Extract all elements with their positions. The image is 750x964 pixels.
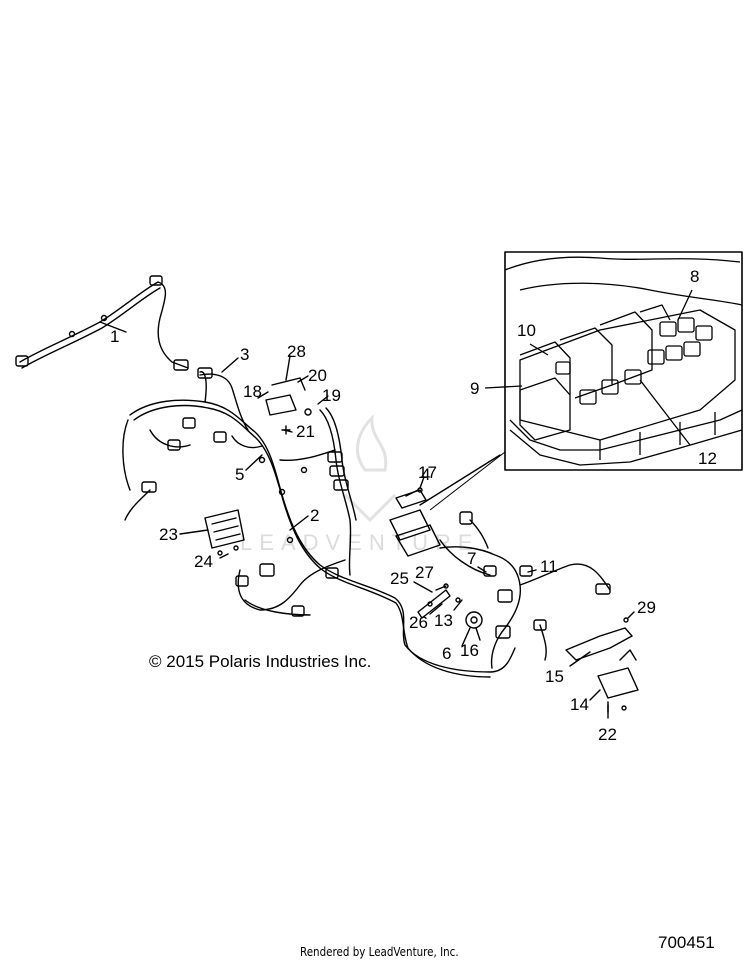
callout-18: 18 [243,382,262,401]
callout-28: 28 [287,342,306,361]
rendered-by-text: Rendered by LeadVenture, Inc. [300,945,459,959]
callout-7: 7 [467,549,477,568]
callout-3: 3 [240,345,250,364]
callout-5: 5 [235,465,245,484]
fuse-box-inset [429,251,743,511]
callout-8: 8 [690,267,700,286]
harness-center [319,407,357,576]
callout-24: 24 [194,552,213,571]
harness-3 [197,367,249,431]
callout-17: 17 [418,463,437,482]
module-15-14 [565,617,639,713]
callout-14: 14 [570,695,589,714]
watermark-flame-icon [343,414,397,523]
callout-20: 20 [308,366,327,385]
diagram-id: 700451 [658,933,715,952]
callout-12: 12 [698,449,717,468]
callout-13: 13 [434,611,453,630]
callout-15: 15 [545,667,564,686]
callout-21: 21 [296,422,315,441]
callout-19: 19 [322,386,341,405]
callout-4: 4 [421,465,431,484]
callout-11: 11 [540,557,558,576]
ecu-23 [204,509,245,556]
callout-1: 1 [110,327,120,346]
harness-right [439,511,611,669]
callout-27: 27 [415,563,434,582]
callout-25: 25 [390,569,409,588]
fuse-box-4 [389,454,501,557]
harness-1 [15,275,189,371]
callout-16: 16 [460,641,479,660]
callout-2: 2 [310,506,320,525]
leader-lines [99,321,635,719]
callout-10: 10 [517,321,536,340]
callout-23: 23 [159,525,178,544]
callout-29: 29 [637,598,656,617]
small-parts [417,487,483,629]
inset-relays [555,317,713,405]
callout-22: 22 [598,725,617,744]
copyright-text: © 2015 Polaris Industries Inc. [149,652,372,671]
callout-9: 9 [470,379,480,398]
callout-6: 6 [442,644,452,663]
main-harness [122,371,516,678]
callout-26: 26 [409,613,428,632]
